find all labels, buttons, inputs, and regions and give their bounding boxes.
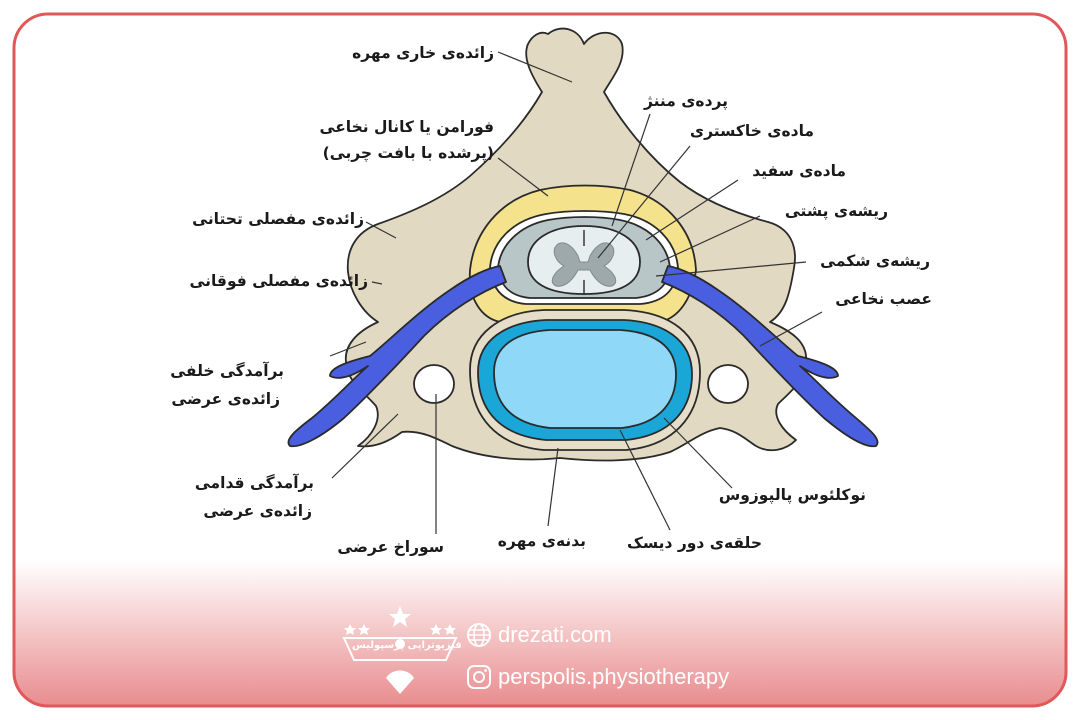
label-meninges: پرده‌ی مننژ	[643, 92, 728, 110]
globe-icon	[467, 623, 491, 647]
label-transverse-foramen: سوراخ عرضی	[337, 538, 444, 556]
footer-band	[14, 560, 1066, 706]
star-icon	[344, 624, 356, 635]
website-link[interactable]: drezati.com	[498, 622, 612, 647]
label-superior-articular: زائده‌ی مفصلی فوقانی	[189, 272, 368, 290]
label-inferior-articular: زائده‌ی مفصلی تحتانی	[192, 210, 364, 228]
label-anterior-transverse-line2: زائده‌ی عرضی	[203, 502, 312, 520]
label-annulus: حلقه‌ی دور دیسک	[627, 534, 762, 552]
instagram-icon	[467, 665, 491, 689]
nucleus-pulposus	[493, 329, 677, 429]
label-gray-matter: ماده‌ی خاکستری	[689, 122, 814, 140]
label-foramen-line1: فورامن یا کانال نخاعی	[319, 118, 494, 136]
vertebra	[287, 27, 879, 462]
star-icon	[358, 624, 370, 635]
label-vertebral-body: بدنه‌ی مهره	[497, 532, 586, 550]
transverse-foramen-left	[413, 364, 455, 404]
clinic-logo	[342, 606, 458, 694]
label-dorsal-root: ریشه‌ی پشتی	[784, 202, 888, 220]
spinal-nerve-right	[661, 265, 879, 448]
label-nucleus: نوکلئوس پالپوزوس	[718, 486, 866, 504]
star-icon	[430, 624, 442, 635]
transverse-foramen-right	[707, 364, 749, 404]
logo-text: فیزیوتراپی پرسپولیس	[352, 640, 462, 651]
label-posterior-transverse-line2: زائده‌ی عرضی	[171, 390, 280, 408]
border-frame	[12, 12, 1068, 708]
star-icon	[389, 606, 411, 627]
leader-lines	[329, 51, 823, 534]
label-ventral-root: ریشه‌ی شکمی	[820, 252, 930, 270]
gray-matter	[551, 242, 617, 287]
spinal-nerve-left	[287, 265, 507, 448]
label-anterior-transverse-line1: برآمدگی قدامی	[194, 474, 314, 492]
label-spinous-process: زائده‌ی خاری مهره	[352, 44, 494, 62]
label-posterior-transverse-line1: برآمدگی خلفی	[170, 362, 284, 380]
star-icon	[444, 624, 456, 635]
label-foramen-line2: (پرشده با بافت چربی)	[322, 144, 494, 162]
instagram-link[interactable]: perspolis.physiotherapy	[498, 664, 730, 689]
label-spinal-nerve: عصب نخاعی	[835, 290, 932, 308]
label-white-matter: ماده‌ی سفید	[752, 162, 846, 180]
